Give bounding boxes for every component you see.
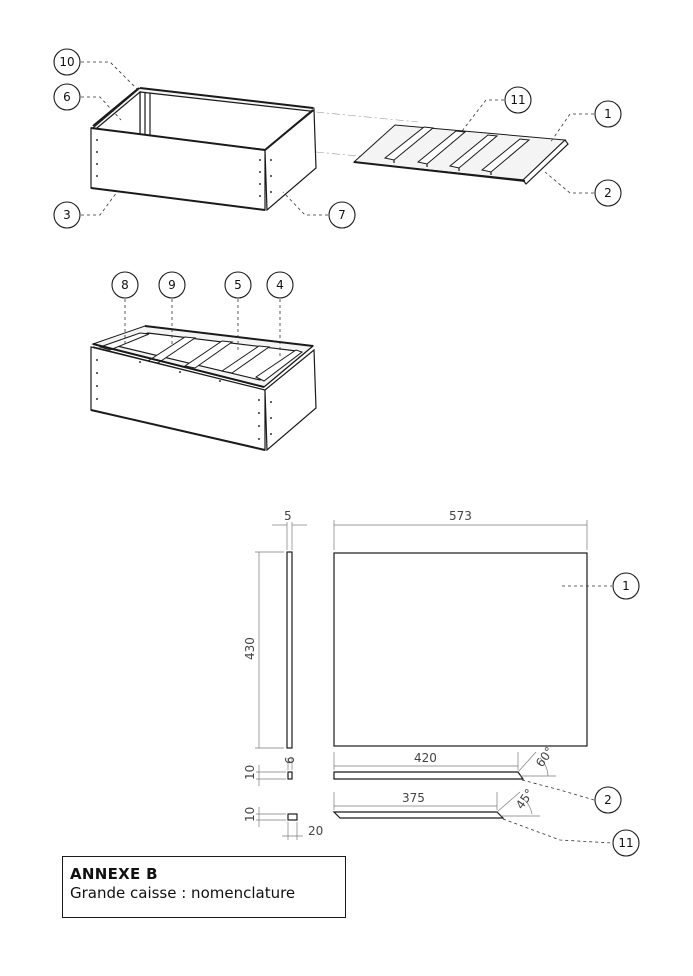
plate-front <box>333 552 588 747</box>
svg-text:6: 6 <box>63 90 71 104</box>
svg-text:1: 1 <box>622 579 630 593</box>
svg-text:4: 4 <box>276 278 284 292</box>
lid-edge-strip <box>522 139 569 185</box>
plate-section <box>286 551 293 749</box>
balloon-4: 4 <box>266 271 294 299</box>
box-exploded-view <box>90 87 419 212</box>
assembled-nail-dots <box>96 359 272 440</box>
title-block-title: ANNEXE B <box>70 865 158 883</box>
balloon-6: 6 <box>53 83 81 111</box>
dim-plate-width: 573 <box>449 509 472 523</box>
dim-strip-11-length: 375 <box>402 791 425 805</box>
dim-plate-thickness: 5 <box>284 509 292 523</box>
balloon-7: 7 <box>328 201 356 229</box>
box-assembled-view <box>90 325 317 452</box>
svg-text:1: 1 <box>604 107 612 121</box>
balloon-3: 3 <box>53 201 81 229</box>
svg-text:2: 2 <box>604 186 612 200</box>
svg-text:11: 11 <box>618 836 633 850</box>
dim-strip-2-height: 10 <box>243 765 257 780</box>
dim-strip-2-thickness: 6 <box>283 756 297 764</box>
balloon-9: 9 <box>158 271 186 299</box>
svg-text:9: 9 <box>168 278 176 292</box>
dim-strip-2-length: 420 <box>414 751 437 765</box>
box-nail-dots <box>96 139 272 197</box>
balloon-detail-1: 1 <box>612 572 640 600</box>
svg-text:7: 7 <box>338 208 346 222</box>
strip-11-profile <box>332 811 505 819</box>
strip-2-section <box>287 771 293 780</box>
assembled-cross-slats <box>98 332 304 382</box>
title-block-subtitle: Grande caisse : nomenclature <box>70 884 296 902</box>
svg-text:11: 11 <box>510 93 525 107</box>
strip-2-profile <box>333 771 525 780</box>
balloon-5: 5 <box>224 271 252 299</box>
strip-11-detail-view: 10 20 375 45° <box>243 786 613 844</box>
dim-plate-height: 430 <box>243 637 257 660</box>
dim-strip-11-width: 20 <box>308 824 323 838</box>
strip-11-section <box>287 813 298 821</box>
assembled-side-panel <box>264 348 317 452</box>
top-leaders <box>81 61 594 216</box>
balloon-1: 1 <box>594 100 622 128</box>
svg-text:5: 5 <box>234 278 242 292</box>
svg-text:8: 8 <box>121 278 129 292</box>
dim-strip-2-angle: 60° <box>533 744 557 769</box>
dim-strip-11-angle: 45° <box>513 786 537 811</box>
balloon-detail-2: 2 <box>594 786 622 814</box>
lid-exploded-view <box>352 124 569 185</box>
balloon-11: 11 <box>504 86 532 114</box>
plate-detail-view: 5 430 573 <box>243 509 612 749</box>
svg-text:10: 10 <box>59 55 74 69</box>
balloon-8: 8 <box>111 271 139 299</box>
svg-text:2: 2 <box>604 793 612 807</box>
middle-leaders <box>124 299 281 357</box>
dim-strip-11-height: 10 <box>243 807 257 822</box>
balloon-10: 10 <box>53 48 81 76</box>
lid-battens <box>383 126 531 175</box>
svg-text:3: 3 <box>63 208 71 222</box>
title-block: ANNEXE B Grande caisse : nomenclature <box>62 856 346 918</box>
balloon-2: 2 <box>594 179 622 207</box>
balloon-detail-11: 11 <box>612 829 640 857</box>
